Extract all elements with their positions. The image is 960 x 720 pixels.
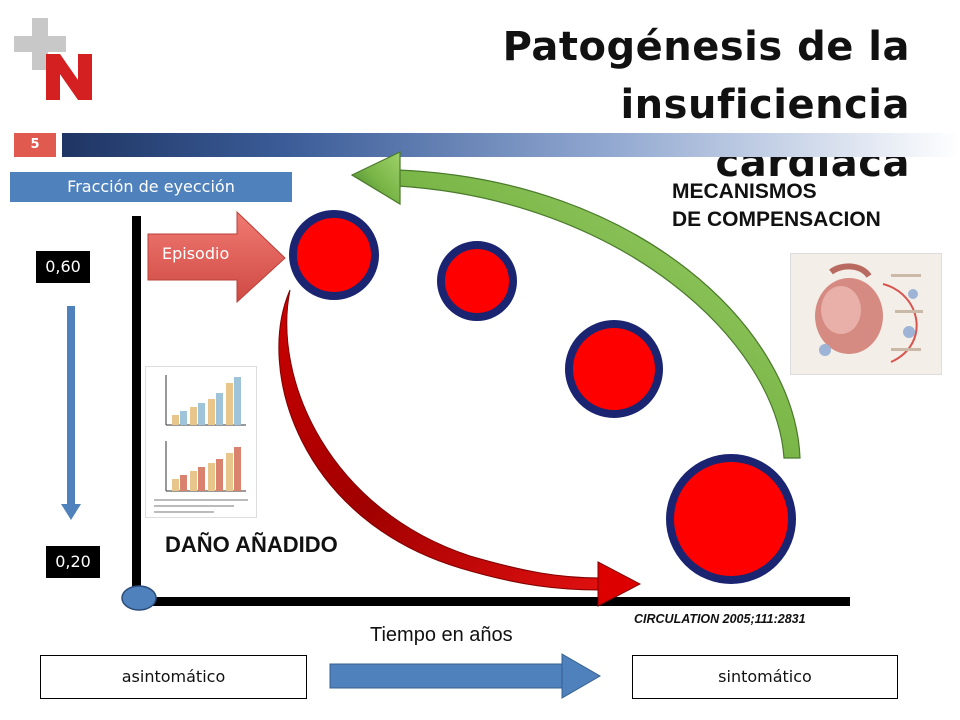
ef-bottom-value: 0,20	[46, 546, 100, 578]
compensation-line2: DE COMPENSACION	[672, 208, 881, 231]
ef-top-value: 0,60	[36, 251, 90, 283]
added-damage-label: DAÑO AÑADIDO	[165, 532, 338, 557]
cross-n-logo	[14, 18, 92, 100]
slide-number: 5	[14, 133, 56, 157]
progression-arrow	[329, 653, 601, 699]
ef-decline-arrow	[61, 306, 81, 520]
heart-circle-3	[565, 320, 663, 418]
header-gradient-bar	[62, 133, 960, 157]
y-axis-line	[132, 216, 141, 600]
compensation-arrow	[350, 151, 801, 459]
symptomatic-box: sintomático	[632, 655, 898, 699]
time-axis-label: Tiempo en años	[370, 624, 513, 646]
compensation-mechanisms-label: MECANISMOS DE COMPENSACION	[672, 178, 881, 234]
added-damage-arrow	[278, 289, 642, 607]
episodio-label: Episodio	[162, 244, 230, 263]
citation-label: CIRCULATION 2005;111:2831	[634, 612, 806, 626]
logo-cross-icon	[14, 18, 66, 70]
heart-circle-2	[437, 241, 517, 321]
ejection-fraction-label: Fracción de eyección	[10, 172, 292, 202]
biomarker-chart-image	[145, 366, 257, 518]
axis-origin-marker	[121, 585, 157, 611]
episodio-arrow	[147, 210, 286, 304]
heart-illustration-image	[790, 253, 942, 375]
logo-n-icon	[46, 54, 92, 100]
asymptomatic-box: asintomático	[40, 655, 307, 699]
heart-circle-4	[666, 454, 796, 584]
heart-circle-1	[289, 210, 379, 300]
x-axis-line	[136, 597, 850, 606]
slide-title-line1: Patogénesis de la insuficiencia	[502, 24, 910, 128]
compensation-line1: MECANISMOS	[672, 180, 817, 203]
